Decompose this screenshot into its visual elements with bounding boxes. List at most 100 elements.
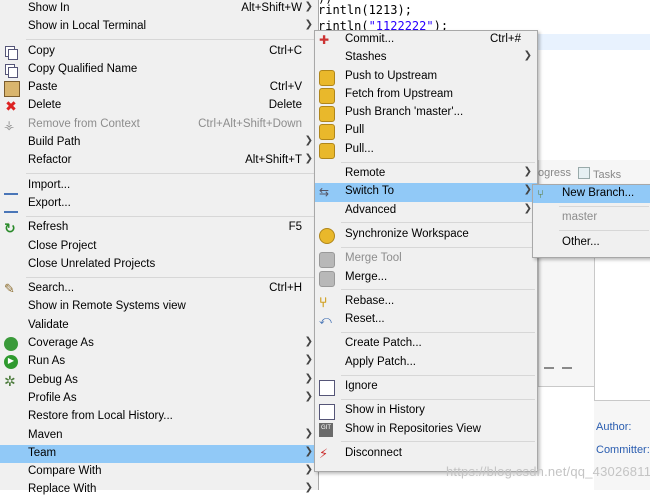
synchronize-icon [319, 227, 335, 244]
menu-item-label: New Branch... [562, 187, 635, 199]
menu-item-merge[interactable]: Merge... [315, 269, 537, 287]
tab-tasks[interactable]: Tasks [578, 167, 621, 181]
code-line-3: rintln("1122222"); [318, 19, 449, 33]
menu-item-shortcut: Ctrl+C [269, 44, 302, 57]
background-toolbar [538, 362, 594, 376]
menu-item-build-path[interactable]: Build Path ❯ [0, 134, 318, 152]
menu-item-other[interactable]: Other... [533, 234, 650, 252]
chevron-right-icon: ❯ [304, 354, 313, 366]
refresh-icon: ↻ [4, 220, 16, 237]
menu-item-paste[interactable]: Paste Ctrl+V [0, 79, 318, 98]
menu-item-show-in[interactable]: Show In Alt+Shift+W ❯ [0, 0, 318, 18]
menu-item-coverage-as[interactable]: Coverage As ❯ [0, 335, 318, 353]
menu-item-compare-with[interactable]: Compare With ❯ [0, 463, 318, 481]
fetch-upstream-icon [319, 87, 335, 104]
menu-item-remote[interactable]: Remote ❯ [315, 165, 537, 183]
menu-item-restore-local-history[interactable]: Restore from Local History... [0, 408, 318, 426]
menu-item-show-in-remote-systems[interactable]: Show in Remote Systems view [0, 298, 318, 316]
menu-item-ignore[interactable]: Ignore [315, 378, 537, 397]
chevron-right-icon: ❯ [304, 336, 313, 348]
remove-context-icon: ⚶ [4, 117, 15, 132]
chevron-right-icon: ❯ [523, 202, 532, 214]
menu-item-label: Advanced [345, 203, 397, 216]
merge-tool-icon [319, 252, 335, 269]
menu-item-team[interactable]: Team ❯ [0, 444, 318, 464]
menu-item-push-upstream[interactable]: Push to Upstream [315, 68, 537, 86]
menu-item-fetch-upstream[interactable]: Fetch from Upstream [315, 86, 537, 104]
menu-item-synchronize-workspace[interactable]: Synchronize Workspace [315, 226, 537, 244]
menu-item-label: Apply Patch... [345, 355, 416, 368]
author-label: Author: [596, 421, 632, 433]
menu-item-import[interactable]: Import... [0, 177, 318, 195]
menu-item-stashes[interactable]: Stashes ❯ [315, 49, 537, 67]
menu-item-label: Reset... [345, 313, 385, 326]
menu-item-run-as[interactable]: ▶ Run As ❯ [0, 353, 318, 371]
menu-item-label: Show in Repositories View [345, 422, 481, 435]
chevron-right-icon: ❯ [523, 50, 532, 62]
team-submenu: ✚ Commit... Ctrl+# Stashes ❯ Push to Ups… [314, 30, 538, 472]
menu-item-pull[interactable]: Pull [315, 122, 537, 141]
tab-progress[interactable]: ogress [538, 167, 572, 179]
chevron-right-icon: ❯ [304, 19, 313, 31]
menu-item-refactor[interactable]: Refactor Alt+Shift+T ❯ [0, 152, 318, 170]
menu-item-refresh[interactable]: ↻ Refresh F5 [0, 219, 318, 237]
menu-item-label: Remove from Context [28, 117, 140, 130]
menu-separator [341, 222, 535, 224]
menu-item-new-branch[interactable]: ⑂ New Branch... [533, 185, 650, 204]
menu-item-label: Show In [28, 2, 70, 14]
import-icon [4, 179, 18, 195]
menu-item-reset[interactable]: ⤺ Reset... [315, 311, 537, 329]
menu-item-label: Export... [28, 196, 71, 209]
menu-item-advanced[interactable]: Advanced ❯ [315, 202, 537, 220]
merge-icon [319, 270, 335, 287]
menu-item-label: Other... [562, 235, 600, 248]
menu-item-copy-qualified-name[interactable]: Copy Qualified Name [0, 61, 318, 79]
menu-item-commit[interactable]: ✚ Commit... Ctrl+# [315, 31, 537, 49]
menu-item-label: Synchronize Workspace [345, 227, 469, 240]
menu-item-label: Merge... [345, 270, 388, 283]
menu-item-replace-with[interactable]: Replace With ❯ [0, 481, 318, 499]
menu-item-search[interactable]: ✎ Search... Ctrl+H [0, 280, 318, 298]
chevron-right-icon: ❯ [304, 372, 313, 384]
menu-item-label: master [562, 211, 598, 224]
menu-item-pull-dialog[interactable]: Pull... [315, 141, 537, 159]
project-context-menu: Show In Alt+Shift+W ❯ Show in Local Term… [0, 0, 319, 495]
menu-item-apply-patch[interactable]: Apply Patch... [315, 354, 537, 372]
menu-item-validate[interactable]: Validate [0, 317, 318, 335]
menu-item-rebase[interactable]: ⑂ Rebase... [315, 293, 537, 311]
menu-item-show-in-repositories-view[interactable]: GIT Show in Repositories View [315, 421, 537, 439]
menu-item-close-project[interactable]: Close Project [0, 238, 318, 256]
menu-item-export[interactable]: Export... [0, 195, 318, 213]
menu-item-label: Merge Tool [345, 252, 402, 265]
menu-item-branch-master[interactable]: master [533, 209, 650, 227]
menu-item-label: Push Branch 'master'... [345, 106, 464, 119]
menu-item-show-in-local-terminal[interactable]: Show in Local Terminal ❯ [0, 18, 318, 36]
background-lower-box [538, 386, 594, 491]
menu-item-shortcut: Delete [268, 99, 302, 112]
menu-item-close-unrelated-projects[interactable]: Close Unrelated Projects [0, 256, 318, 274]
menu-item-create-patch[interactable]: Create Patch... [315, 335, 537, 353]
menu-item-label: Coverage As [28, 337, 94, 350]
menu-item-show-in-history[interactable]: Show in History [315, 402, 537, 421]
menu-item-label: Push to Upstream [345, 69, 438, 82]
menu-item-delete[interactable]: ✖ Delete Delete [0, 97, 318, 115]
menu-item-maven[interactable]: Maven ❯ [0, 427, 318, 445]
menu-item-label: Show in Remote Systems view [28, 300, 186, 313]
chevron-right-icon: ❯ [304, 390, 313, 402]
delete-icon: ✖ [5, 98, 17, 115]
current-line-highlight [538, 34, 650, 50]
menu-item-push-branch[interactable]: Push Branch 'master'... [315, 104, 537, 123]
menu-item-profile-as[interactable]: Profile As ❯ [0, 390, 318, 408]
menu-item-remove-from-context[interactable]: ⚶ Remove from Context Ctrl+Alt+Shift+Dow… [0, 116, 318, 134]
menu-item-merge-tool[interactable]: Merge Tool [315, 250, 537, 269]
chevron-right-icon: ❯ [523, 166, 532, 178]
menu-item-label: Replace With [28, 483, 97, 496]
chevron-right-icon: ❯ [304, 135, 313, 147]
menu-item-label: Refactor [28, 154, 72, 167]
menu-item-disconnect[interactable]: ⚡ Disconnect [315, 445, 537, 463]
menu-item-switch-to[interactable]: ⇆ Switch To ❯ [315, 183, 537, 202]
copy-qualified-icon [4, 63, 18, 78]
search-icon: ✎ [4, 281, 15, 297]
menu-item-copy[interactable]: Copy Ctrl+C [0, 43, 318, 61]
menu-item-debug-as[interactable]: ✲ Debug As ❯ [0, 372, 318, 390]
